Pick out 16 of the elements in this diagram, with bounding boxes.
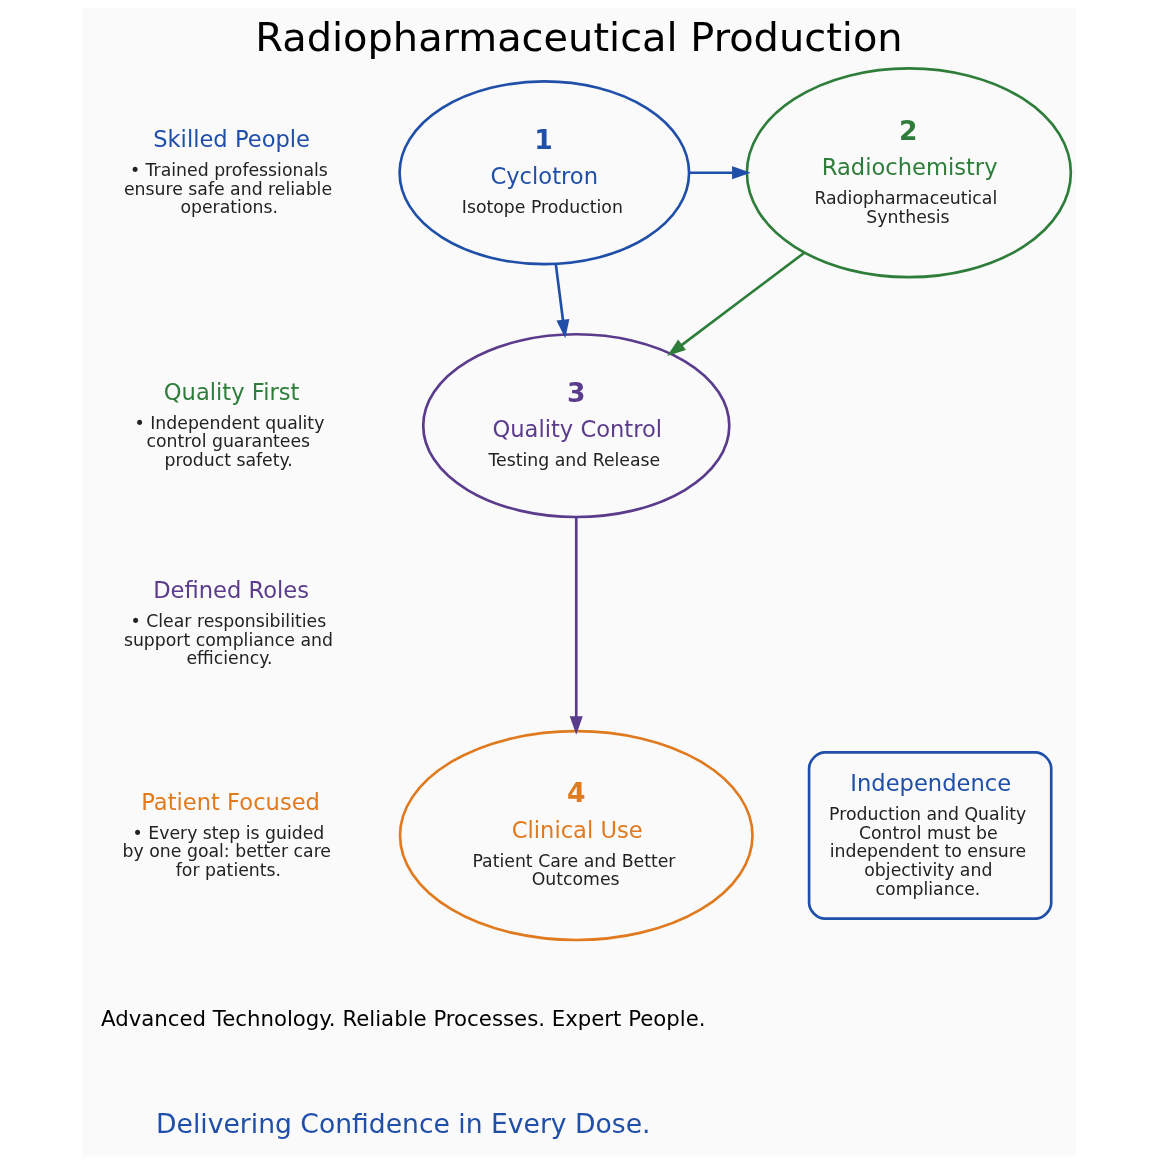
diagram-title: Radiopharmaceutical Production bbox=[255, 14, 903, 61]
node-box: Independence Production and Quality Control must be independent to ensure objectivity and compliance. bbox=[807, 751, 1053, 921]
node-ellipse: 3 Quality Control Testing and Release bbox=[421, 332, 731, 519]
node-text: Patient Focused • Every step is guided by one goal: better care for patients. bbox=[122, 788, 331, 880]
arrow bbox=[554, 263, 570, 339]
node-ellipse: 1 Cyclotron Isotope Production bbox=[398, 80, 691, 266]
arrow bbox=[689, 166, 751, 180]
label: Advanced Technology. Reliable Processes. Expert People. bbox=[100, 1006, 706, 1032]
arrow bbox=[569, 517, 583, 735]
caption: Delivering Confidence in Every Dose. bbox=[156, 1107, 651, 1139]
arrow bbox=[667, 251, 805, 356]
node-text: Defined Roles • Clear responsibilities support compliance and efficiency. bbox=[123, 577, 333, 669]
node-ellipse: 4 Clinical Use Patient Care and Better Outcomes bbox=[398, 729, 754, 942]
node-text: Skilled People • Trained professionals ensure safe and reliable operations. bbox=[123, 125, 333, 218]
node-text: Quality First • Independent quality control guarantees product safety. bbox=[134, 378, 325, 471]
node-ellipse: 2 Radiochemistry Radiopharmaceutical Synthesis bbox=[745, 67, 1073, 279]
